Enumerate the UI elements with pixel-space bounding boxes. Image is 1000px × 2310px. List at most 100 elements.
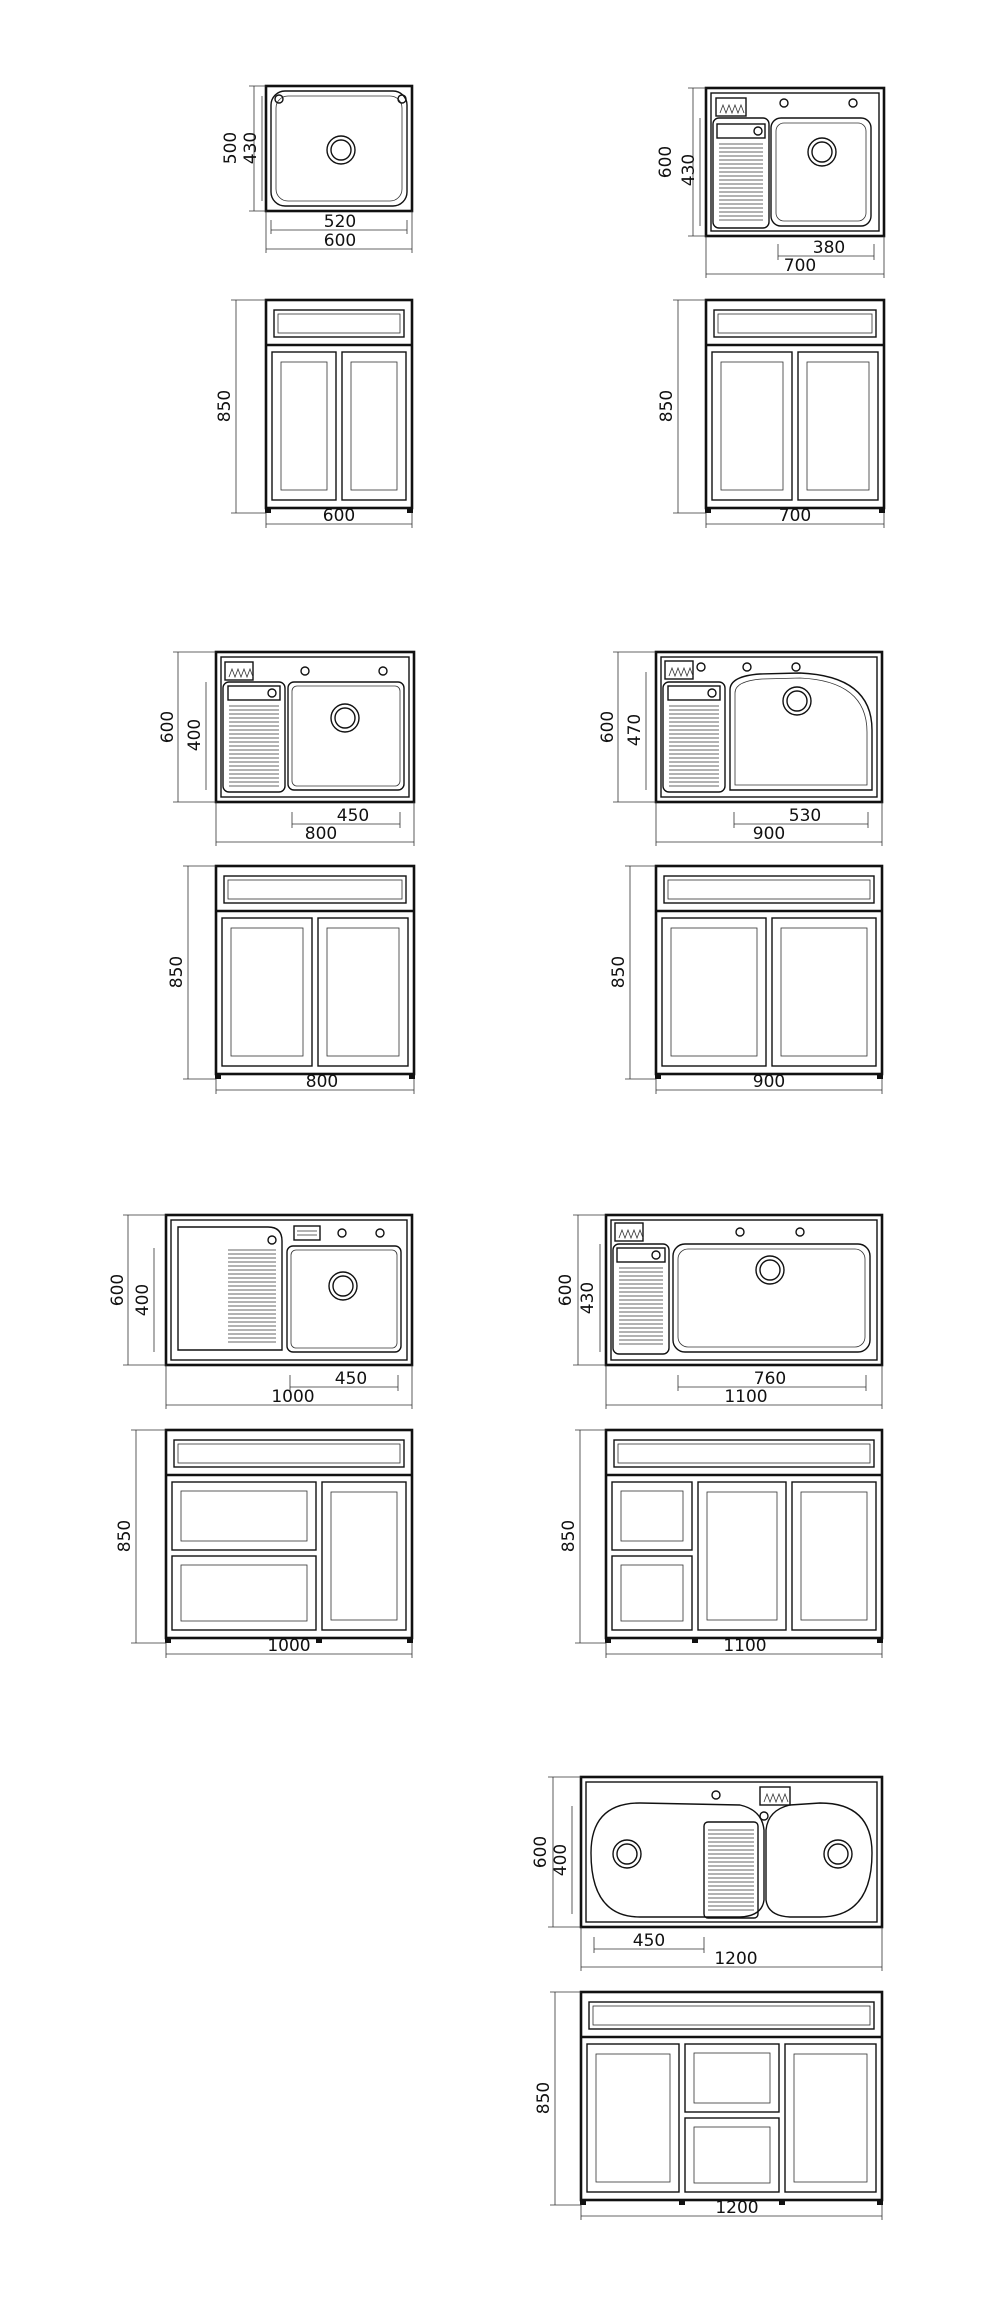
basin-bowl [770, 117, 872, 227]
basin-inner-width-label: 520 [324, 212, 356, 232]
basin-width-label: 700 [784, 256, 816, 276]
cabinet-drawer-panel [273, 309, 405, 338]
cabinet-drawer-panel [588, 2001, 875, 2030]
cabinet-width-label: 1000 [267, 1636, 310, 1656]
unit-600: 500 430 520 600 850 [215, 84, 414, 528]
cabinet-drawer-panel [713, 309, 877, 338]
cabinet-drawer-panel [663, 875, 875, 904]
soap-rack-icon [224, 661, 254, 681]
cabinet-door-left [221, 917, 313, 1067]
cabinet-height-label: 850 [657, 390, 677, 422]
cabinet-elevation-1200: 850 1200 [534, 1990, 884, 2220]
washboard-section [222, 681, 286, 793]
basin-inner-depth-label: 400 [551, 1844, 571, 1876]
drain-icon [330, 703, 360, 733]
cabinet-width-label: 600 [323, 506, 355, 526]
basin-bowl [286, 1245, 402, 1353]
cabinet-drawer-upper [171, 1481, 317, 1551]
basin-width-label: 600 [324, 231, 356, 251]
cabinet-height-label: 850 [559, 1520, 579, 1552]
cabinet-width-label: 700 [779, 506, 811, 526]
basin-inner-width-label: 760 [754, 1369, 786, 1389]
basin-bowl [672, 1243, 871, 1353]
cabinet-door-left [271, 351, 337, 501]
cabinet-door-right [321, 1481, 407, 1631]
cabinet-door-right [791, 1481, 877, 1631]
cabinet-body [604, 1428, 884, 1640]
cabinet-body [164, 1428, 414, 1640]
basin-plan-700: 600 430 380 700 [656, 86, 886, 278]
cabinet-drawer-upper [684, 2043, 780, 2113]
basin-plan-900: 600 470 530 900 [598, 650, 884, 846]
cabinet-height-label: 850 [115, 1520, 135, 1552]
washboard-section [612, 1243, 670, 1355]
basin-outline [264, 84, 414, 213]
soap-rack-icon [293, 1225, 321, 1241]
cabinet-width-label: 1200 [715, 2198, 758, 2218]
basin-inner-depth-label: 430 [679, 154, 699, 186]
unit-700: 600 430 380 700 850 [656, 86, 886, 528]
cabinet-door-left [697, 1481, 787, 1631]
washboard-top [667, 685, 721, 701]
drain-ring [330, 139, 352, 161]
soap-rack-icon [664, 660, 694, 680]
basin-inner-width-label: 450 [633, 1931, 665, 1951]
cabinet-width-label: 800 [306, 1072, 338, 1092]
washboard-top [616, 1247, 666, 1263]
cabinet-height-label: 850 [609, 956, 629, 988]
basin-plan-600: 500 430 520 600 [221, 84, 414, 253]
washboard-section [177, 1226, 283, 1351]
cabinet-drawer-panel [173, 1439, 405, 1468]
basin-inner-depth-label: 470 [625, 714, 645, 746]
basin-bowl [287, 681, 405, 791]
unit-800: 600 400 450 800 850 [158, 650, 416, 1094]
basin-inner-depth-label: 400 [185, 719, 205, 751]
drain-icon [326, 135, 356, 165]
soap-rack-icon [715, 97, 747, 117]
cabinet-height-label: 850 [167, 956, 187, 988]
basin-bowl-inner [275, 95, 403, 202]
drain-icon [328, 1271, 358, 1301]
cabinet-drawer-lower [611, 1555, 693, 1631]
drain-icon [782, 686, 812, 716]
basin-plan-1000: 600 400 450 1000 [108, 1213, 414, 1409]
basin-outline [579, 1775, 884, 1929]
cabinet-door-right [317, 917, 409, 1067]
basin-bowl-right [765, 1802, 873, 1918]
cabinet-elevation-1100: 850 1100 [559, 1428, 884, 1658]
cabinet-elevation-1000: 850 1000 [115, 1428, 414, 1658]
cabinet-body [214, 864, 416, 1076]
washboard-top [716, 123, 766, 139]
cabinet-drawer-panel [613, 1439, 875, 1468]
basin-inner-depth-label: 430 [241, 132, 261, 164]
basin-bowl [729, 672, 873, 791]
basin-depth-label: 500 [221, 132, 241, 164]
cabinet-door-right [771, 917, 877, 1067]
cabinet-door-right [797, 351, 879, 501]
basin-bowl [270, 90, 408, 207]
cabinet-width-label: 900 [753, 1072, 785, 1092]
cabinet-elevation-900: 850 900 [609, 864, 884, 1094]
basin-width-label: 1100 [724, 1387, 767, 1407]
basin-outline [604, 1213, 884, 1367]
basin-depth-label: 600 [108, 1274, 128, 1306]
cabinet-door-right [784, 2043, 877, 2193]
basin-inner-depth-label: 430 [578, 1282, 598, 1314]
cabinet-height-label: 850 [215, 390, 235, 422]
basin-depth-label: 600 [556, 1274, 576, 1306]
washboard-section [712, 117, 770, 229]
basin-plan-1200: 600 400 450 1200 [531, 1775, 884, 1971]
basin-outline [654, 650, 884, 804]
basin-depth-label: 600 [531, 1836, 551, 1868]
cabinet-body [264, 298, 414, 510]
basin-plan-1100: 600 430 760 1100 [556, 1213, 884, 1409]
unit-900: 600 470 530 900 850 [598, 650, 884, 1094]
drain-icon [612, 1839, 642, 1869]
cabinet-elevation-600: 850 600 [215, 298, 414, 528]
drain-icon [807, 137, 837, 167]
basin-inner-width-label: 530 [789, 806, 821, 826]
cabinet-drawer-panel [223, 875, 407, 904]
basin-width-label: 1200 [714, 1949, 757, 1969]
basin-depth-label: 600 [598, 711, 618, 743]
basin-outline [164, 1213, 414, 1367]
